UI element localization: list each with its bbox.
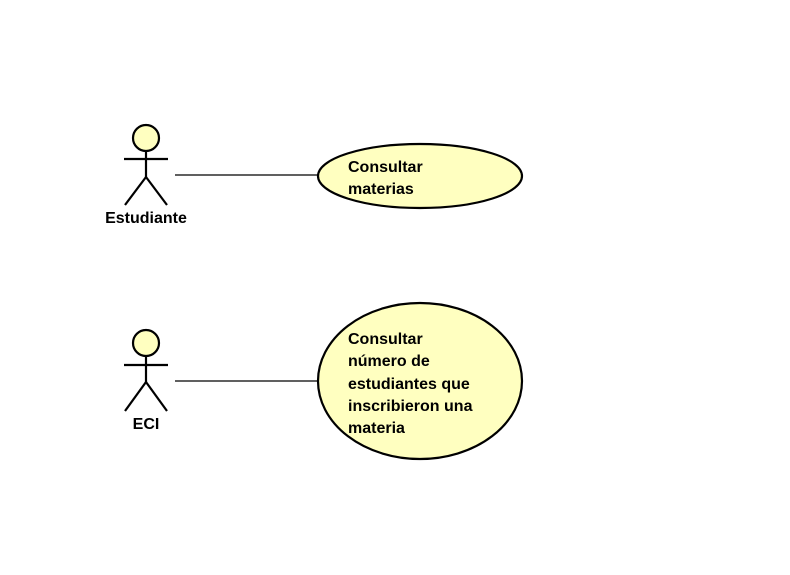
use-case-label: Consultar número de estudiantes que insc… [348,331,477,437]
use-case-label-line: número de [348,353,430,370]
actor-head [131,123,161,153]
actor-label: Estudiante [105,210,187,227]
use-case-consultar-materias[interactable]: Consultar materias [316,142,524,210]
use-case-ellipse [316,142,524,210]
use-case-consultar-numero-estudiantes[interactable]: Consultar número de estudiantes que insc… [316,301,524,461]
actor-left-leg [124,381,147,412]
actor-label: ECI [133,416,160,433]
use-case-label-line: materias [348,181,414,198]
actor-estudiante[interactable]: Estudiante [105,123,187,227]
use-case-ellipse [316,301,524,461]
actor-head [131,328,161,358]
use-case-label-line: materia [348,420,405,437]
actor-eci[interactable]: ECI [124,328,168,433]
actor-right-leg [145,381,168,412]
use-case-label: Consultar materias [348,159,427,198]
use-case-label-line: Consultar [348,331,423,348]
use-case-label-line: Consultar [348,159,423,176]
actor-right-leg [145,176,168,206]
use-case-label-line: inscribieron una [348,398,473,415]
actor-left-leg [124,176,147,206]
use-case-label-line: estudiantes que [348,376,470,393]
